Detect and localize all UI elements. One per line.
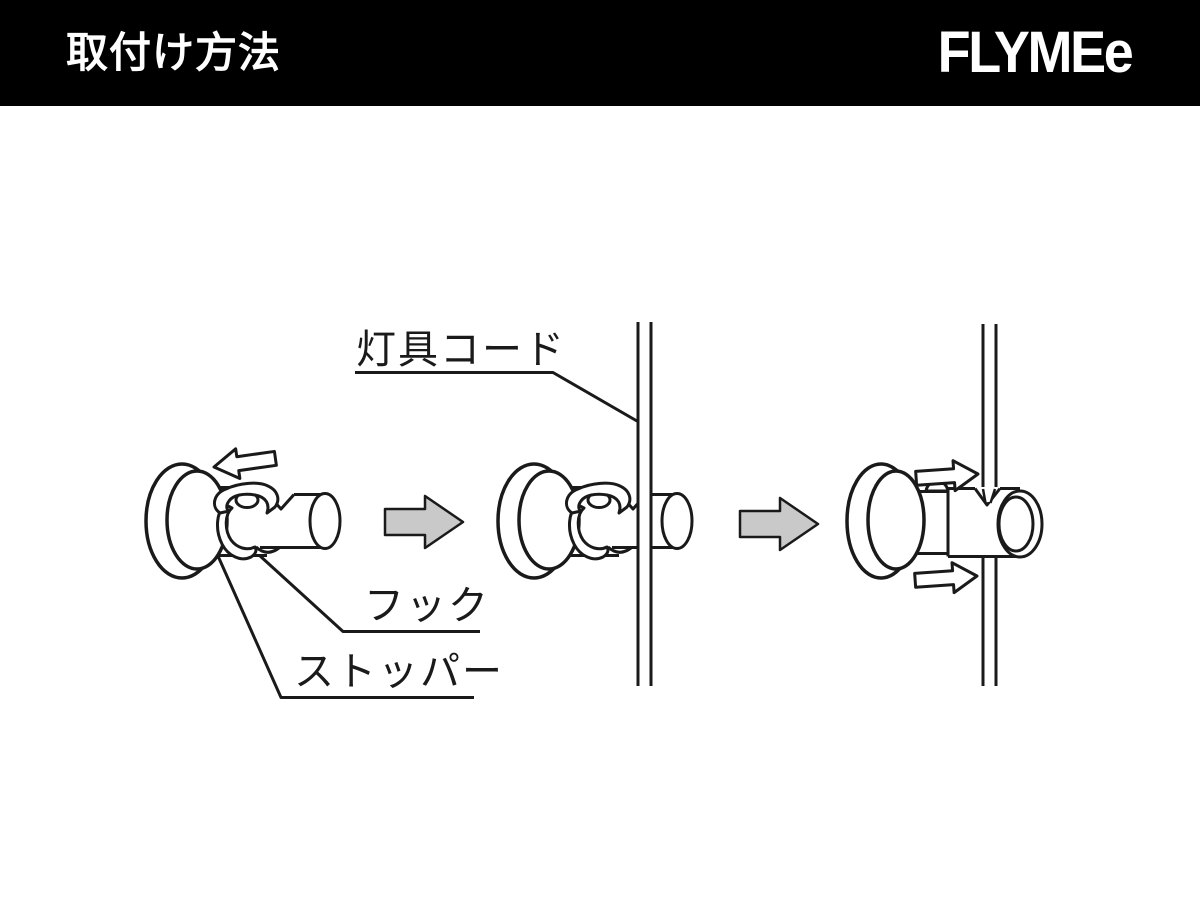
leader-line-stopper xyxy=(216,555,474,699)
label-hook: フック xyxy=(364,584,490,628)
fixture-step-2 xyxy=(496,462,694,580)
fixture-step-3 xyxy=(845,462,1044,580)
label-stopper: ストッパー xyxy=(294,650,504,694)
page-title: 取付け方法 xyxy=(66,29,282,76)
slide-left-arrow-icon xyxy=(212,447,278,481)
label-lamp-cord: 灯具コード xyxy=(356,328,566,372)
step-arrow-2-icon xyxy=(738,496,820,552)
step-arrow-1-icon xyxy=(383,494,465,550)
leader-line-lamp-cord xyxy=(355,371,638,423)
slide-right-arrow-bottom-icon xyxy=(912,559,980,597)
brand-logo: FLYMEe xyxy=(937,20,1133,85)
lamp-cord-step-2 xyxy=(636,322,653,686)
leader-line-hook xyxy=(246,543,480,633)
header-bar: 取付け方法 FLYMEe xyxy=(0,0,1200,106)
fixture-step-1 xyxy=(144,462,342,580)
